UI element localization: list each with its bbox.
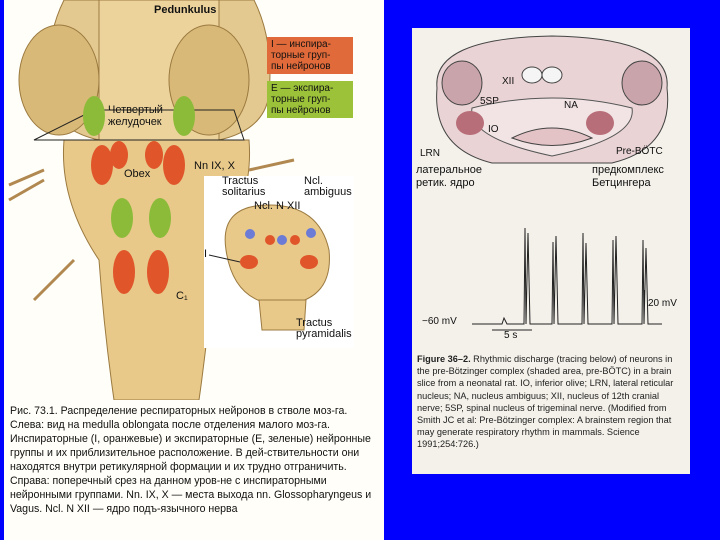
label-tractus-pyramidalis: Tractus pyramidalis (296, 317, 352, 340)
label-obex: Obex (124, 168, 151, 180)
left-figure-panel: Pedunkulus Четвертый желудочек Obex Nn I… (4, 0, 384, 540)
label-na: NA (564, 100, 578, 111)
figure-caption-ru: Рис. 73.1. Распределение респираторных н… (10, 405, 372, 515)
label-xii: XII (502, 76, 515, 87)
expiratory-group (111, 198, 133, 238)
label-ncl-ambiguus: Ncl. ambiguus (304, 175, 352, 198)
inspiratory-group (145, 141, 163, 169)
label-i-cross: I (204, 248, 208, 260)
label-lrn: LRN (420, 148, 441, 159)
brainstem-illustration (8, 0, 354, 400)
brain-slice-and-trace (436, 35, 669, 331)
figure-caption-en: Figure 36–2. Rhythmic discharge (tracing… (417, 353, 687, 451)
inspiratory-group (147, 250, 169, 294)
inspiratory-group (91, 145, 113, 185)
expiratory-group (149, 198, 171, 238)
label-lateral-nucleus-ru: латеральное ретик. ядро (416, 164, 483, 189)
label-scale-5s: 5 s (504, 330, 518, 341)
inspiratory-group (163, 145, 185, 185)
legend-expiratory: E — экспира- торные груп- пы нейронов (267, 81, 353, 118)
expiratory-group (173, 96, 195, 136)
label-pre-botc: Pre-BÖTC (616, 146, 663, 157)
caption-head: Figure 36–2. (417, 354, 471, 364)
label-pedunkulus: Pedunkulus (154, 4, 217, 16)
label-tractus-solitarius: Tractus solitarius (222, 175, 266, 198)
inspiratory-group (110, 141, 128, 169)
label-ncl-n-xii: Ncl. N XII (254, 200, 301, 212)
label-nn-ix-x: Nn IX, X (194, 160, 235, 172)
label-pre-complex-ru: предкомплекс Бетцингера (592, 164, 664, 189)
label-fourth-ventricle: Четвертый желудочек (108, 104, 163, 128)
expiratory-group (83, 96, 105, 136)
label-5sp: 5SP (480, 96, 499, 107)
inspiratory-group (113, 250, 135, 294)
label-c1: C₁ (176, 290, 188, 302)
label-scale-20mv: 20 mV (648, 298, 677, 309)
legend-inspiratory: I — инспира- торные груп- пы нейронов (267, 37, 353, 74)
caption-body: Rhythmic discharge (tracing below) of ne… (417, 354, 674, 450)
right-figure-panel: XII 5SP NA IO LRN Pre-BÖTC латеральное р… (412, 28, 690, 474)
label-minus60: −60 mV (422, 316, 457, 327)
label-io: IO (488, 124, 499, 135)
